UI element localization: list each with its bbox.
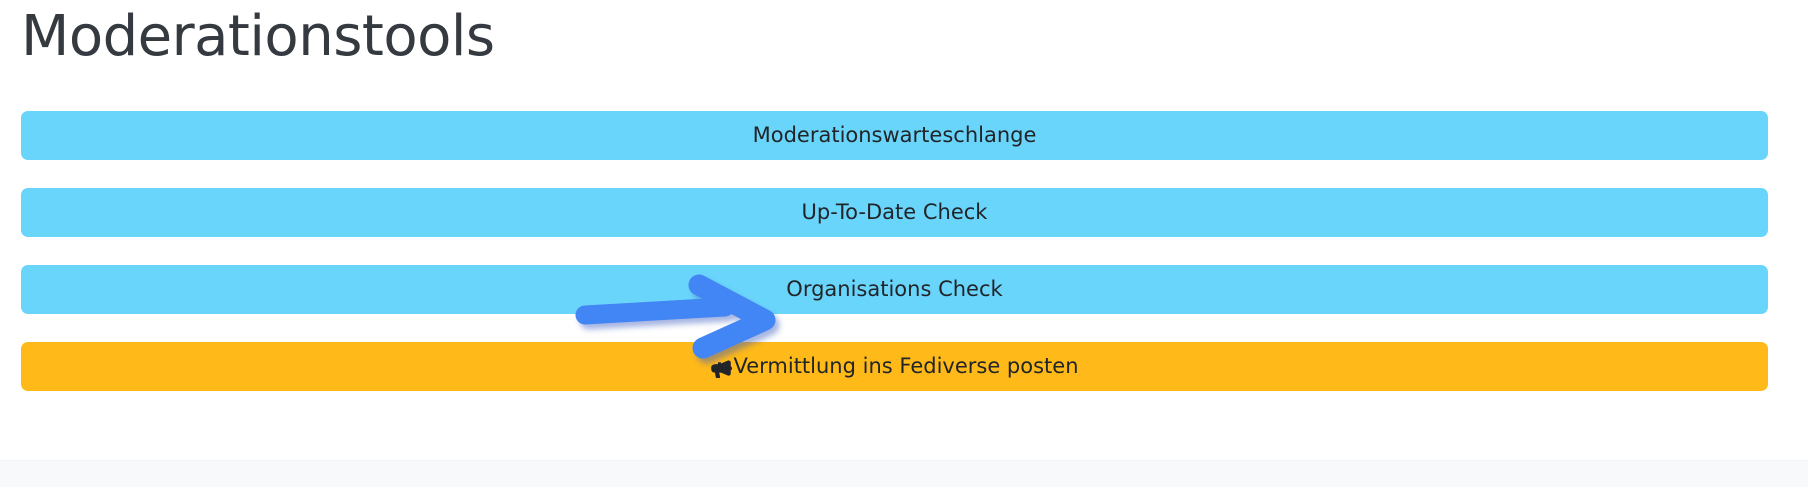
up-to-date-check-button[interactable]: Up-To-Date Check — [21, 188, 1768, 237]
moderation-queue-button[interactable]: Moderationswarteschlange — [21, 111, 1768, 160]
page-bottom-strip — [0, 460, 1808, 487]
page-header: Moderationstools — [21, 0, 1768, 68]
organisations-check-button-label: Organisations Check — [786, 277, 1003, 301]
moderation-queue-button-label: Moderationswarteschlange — [752, 123, 1037, 147]
post-to-fediverse-button[interactable]: Vermittlung ins Fediverse posten — [21, 342, 1768, 391]
page-title: Moderationstools — [21, 4, 495, 69]
bullhorn-icon — [710, 359, 733, 379]
post-to-fediverse-button-label: Vermittlung ins Fediverse posten — [733, 354, 1079, 378]
organisations-check-button[interactable]: Organisations Check — [21, 265, 1768, 314]
up-to-date-check-button-label: Up-To-Date Check — [801, 200, 988, 224]
moderation-tools-button-list: Moderationswarteschlange Up-To-Date Chec… — [21, 111, 1768, 419]
